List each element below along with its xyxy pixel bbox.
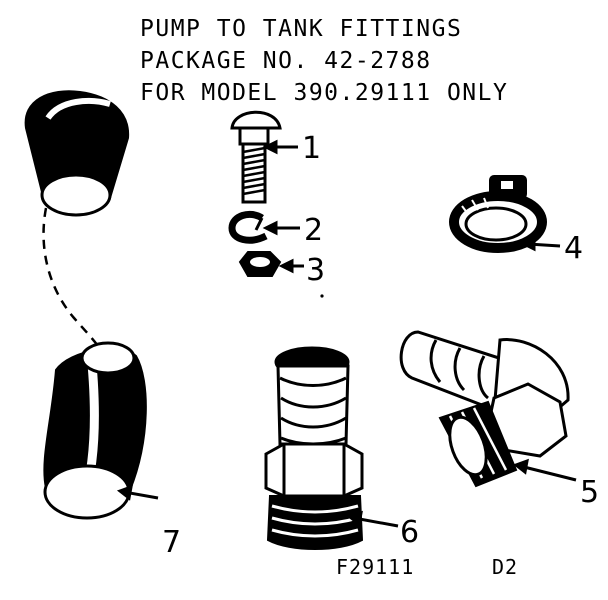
part-5-elbow-fitting: [399, 330, 570, 488]
hose-upper-end-illustration: [24, 90, 130, 217]
callout-numbers: 1 2 3 4 5 6 7: [162, 131, 599, 560]
figure-code-left: F29111: [336, 555, 414, 579]
part-1-bolt: [230, 110, 282, 204]
callout-7: 7: [162, 525, 181, 560]
hose-lower-elbow-illustration: [43, 341, 147, 520]
title-block: PUMP TO TANK FITTINGS PACKAGE NO. 42-278…: [140, 16, 508, 106]
callout-3: 3: [306, 253, 325, 288]
part-3-hex-nut: [238, 251, 282, 277]
title-line-1: PUMP TO TANK FITTINGS: [140, 16, 462, 42]
callout-6: 6: [400, 515, 419, 550]
figure-code: F29111 D2: [336, 555, 518, 579]
figure-code-right: D2: [492, 555, 518, 579]
title-line-3: FOR MODEL 390.29111 ONLY: [140, 80, 508, 106]
title-line-2: PACKAGE NO. 42-2788: [140, 48, 432, 74]
hose-connector-dashed-line: [42, 207, 104, 353]
callout-1: 1: [302, 131, 321, 166]
callout-4: 4: [564, 231, 583, 266]
part-6-hose-barb-adapter: [264, 346, 364, 550]
part-7-hose: [24, 90, 147, 520]
leader-lines: [116, 139, 577, 528]
part-2-lock-washer: [228, 210, 268, 244]
stray-dot: [320, 294, 324, 298]
callout-5: 5: [580, 475, 599, 510]
callout-2: 2: [304, 213, 323, 248]
part-4-hose-clamp: [449, 175, 547, 253]
